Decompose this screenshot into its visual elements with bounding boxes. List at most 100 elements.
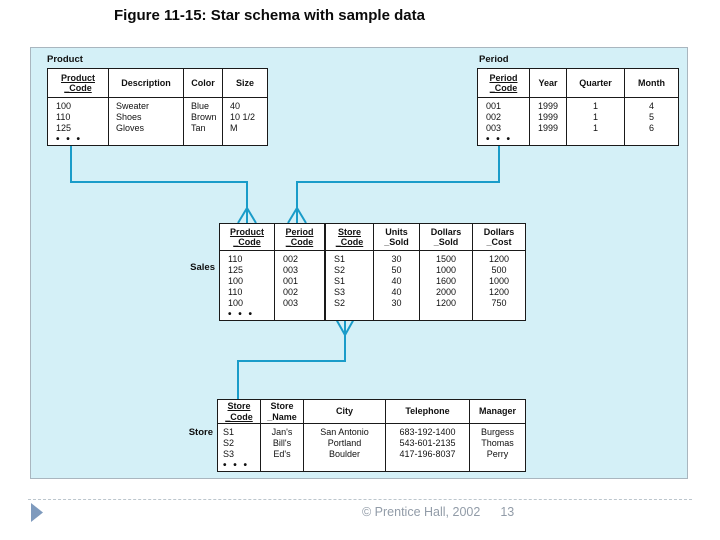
table-cell: 125 bbox=[219, 265, 275, 276]
ellipsis-row: • • • bbox=[219, 309, 526, 321]
table-cell bbox=[260, 460, 304, 472]
table-cell: Blue bbox=[183, 97, 223, 112]
table-cell: 40 bbox=[373, 287, 420, 298]
column-header: Month bbox=[624, 68, 679, 98]
column-header: Store_Code bbox=[217, 399, 261, 424]
table-cell: 683-192-1400 bbox=[385, 423, 470, 438]
table-cell: 1 bbox=[566, 97, 625, 112]
table-cell: 110 bbox=[47, 112, 109, 123]
table-cell: S1 bbox=[324, 276, 374, 287]
table-cell: 1999 bbox=[529, 123, 567, 134]
table-cell: 1200 bbox=[419, 298, 473, 309]
table-cell bbox=[222, 134, 268, 146]
table-cell: Burgess bbox=[469, 423, 526, 438]
table-cell: 10 1/2 bbox=[222, 112, 268, 123]
column-header: Year bbox=[529, 68, 567, 98]
table-cell: 5 bbox=[624, 112, 679, 123]
table-cell bbox=[183, 134, 223, 146]
ellipsis-cell: • • • bbox=[217, 460, 261, 472]
table-cell: 001 bbox=[477, 97, 530, 112]
table-cell: Portland bbox=[303, 438, 386, 449]
table-cell bbox=[472, 309, 526, 321]
table-cell: 125 bbox=[47, 123, 109, 134]
table-cell: Sweater bbox=[108, 97, 184, 112]
column-header: Dollars_Sold bbox=[419, 223, 473, 251]
table-cell: 110 bbox=[219, 250, 275, 265]
period-table-label: Period bbox=[479, 54, 509, 65]
connector-product-sales bbox=[70, 146, 257, 224]
column-header: Product_Code bbox=[47, 68, 109, 98]
column-header: City bbox=[303, 399, 386, 424]
table-cell: Tan bbox=[183, 123, 223, 134]
column-header: Color bbox=[183, 68, 223, 98]
table-cell: 100 bbox=[219, 276, 275, 287]
table-cell bbox=[469, 460, 526, 472]
table-cell bbox=[566, 134, 625, 146]
footer-page-number: 13 bbox=[500, 505, 515, 519]
table-cell: 417-196-8037 bbox=[385, 449, 470, 460]
table-cell bbox=[108, 134, 184, 146]
table-cell: 2000 bbox=[419, 287, 473, 298]
table-cell: 002 bbox=[477, 112, 530, 123]
table-cell: 6 bbox=[624, 123, 679, 134]
table-cell: Gloves bbox=[108, 123, 184, 134]
table-cell: 50 bbox=[373, 265, 420, 276]
column-header: Units_Sold bbox=[373, 223, 420, 251]
table-cell: Thomas bbox=[469, 438, 526, 449]
table-cell: 002 bbox=[274, 287, 326, 298]
table-cell: S2 bbox=[217, 438, 261, 449]
footer-divider bbox=[28, 499, 692, 500]
table-cell bbox=[529, 134, 567, 146]
table-cell: 001 bbox=[274, 276, 326, 287]
table-cell: 750 bbox=[472, 298, 526, 309]
table-cell: S2 bbox=[324, 298, 374, 309]
table-cell: Perry bbox=[469, 449, 526, 460]
table-cell: 003 bbox=[274, 265, 326, 276]
table-cell: 1999 bbox=[529, 97, 567, 112]
table-cell: 1200 bbox=[472, 250, 526, 265]
table-cell: 543-601-2135 bbox=[385, 438, 470, 449]
table-cell: 1 bbox=[566, 112, 625, 123]
table-cell: 100 bbox=[219, 298, 275, 309]
table-cell: 100 bbox=[47, 97, 109, 112]
footer-copyright: © Prentice Hall, 2002 bbox=[362, 505, 481, 519]
table-cell: San Antonio bbox=[303, 423, 386, 438]
table-cell: Bill's bbox=[260, 438, 304, 449]
connector-store-sales bbox=[237, 318, 355, 399]
store-table-label: Store bbox=[188, 427, 213, 438]
table-cell: Shoes bbox=[108, 112, 184, 123]
ellipsis-cell: • • • bbox=[219, 309, 275, 321]
table-cell: S3 bbox=[217, 449, 261, 460]
ellipsis-cell: • • • bbox=[47, 134, 109, 146]
table-cell bbox=[324, 309, 374, 321]
column-header: Manager bbox=[469, 399, 526, 424]
column-header: Size bbox=[222, 68, 268, 98]
table-cell: 4 bbox=[624, 97, 679, 112]
table-cell: 1 bbox=[566, 123, 625, 134]
table-cell: S3 bbox=[324, 287, 374, 298]
table-cell: 003 bbox=[477, 123, 530, 134]
table-cell: 1500 bbox=[419, 250, 473, 265]
column-header: Quarter bbox=[566, 68, 625, 98]
table-cell: 1000 bbox=[419, 265, 473, 276]
table-cell: S2 bbox=[324, 265, 374, 276]
table-cell bbox=[419, 309, 473, 321]
column-header: Product_Code bbox=[219, 223, 275, 251]
table-cell: S1 bbox=[324, 250, 374, 265]
